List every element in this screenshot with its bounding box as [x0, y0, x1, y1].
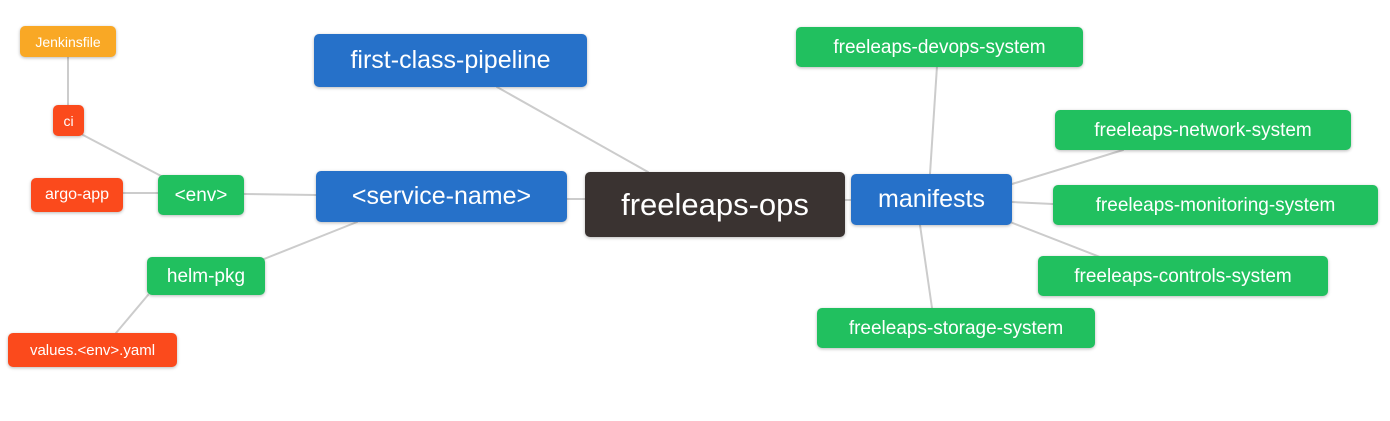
edge-manifests-storage-system	[919, 224, 933, 309]
node-monitoring-system[interactable]: freeleaps-monitoring-system	[1053, 185, 1378, 225]
node-storage-system[interactable]: freeleaps-storage-system	[817, 308, 1095, 348]
node-env[interactable]: <env>	[158, 175, 244, 215]
node-freeleaps-ops[interactable]: freeleaps-ops	[585, 172, 845, 237]
edge-helm-pkg-values-env-yaml	[115, 294, 149, 334]
node-network-system[interactable]: freeleaps-network-system	[1055, 110, 1351, 150]
edge-manifests-controls-system	[1009, 221, 1101, 258]
node-ci[interactable]: ci	[53, 105, 84, 136]
node-first-class-pipeline[interactable]: first-class-pipeline	[314, 34, 587, 87]
node-service-name[interactable]: <service-name>	[316, 171, 567, 222]
node-helm-pkg[interactable]: helm-pkg	[147, 257, 265, 295]
edge-env-service-name	[243, 193, 317, 196]
edge-manifests-devops-system	[929, 65, 938, 175]
node-devops-system[interactable]: freeleaps-devops-system	[796, 27, 1083, 67]
node-manifests[interactable]: manifests	[851, 174, 1012, 225]
node-values-env-yaml[interactable]: values.<env>.yaml	[8, 333, 177, 367]
edge-manifests-network-system	[1011, 149, 1124, 185]
edge-manifests-monitoring-system	[1011, 201, 1054, 205]
edge-first-class-pipeline-freeleaps-ops	[496, 86, 649, 173]
node-controls-system[interactable]: freeleaps-controls-system	[1038, 256, 1328, 296]
node-argo-app[interactable]: argo-app	[31, 178, 123, 212]
edge-ci-env	[82, 134, 164, 178]
edge-service-name-helm-pkg	[263, 221, 358, 260]
node-jenkinsfile[interactable]: Jenkinsfile	[20, 26, 116, 57]
